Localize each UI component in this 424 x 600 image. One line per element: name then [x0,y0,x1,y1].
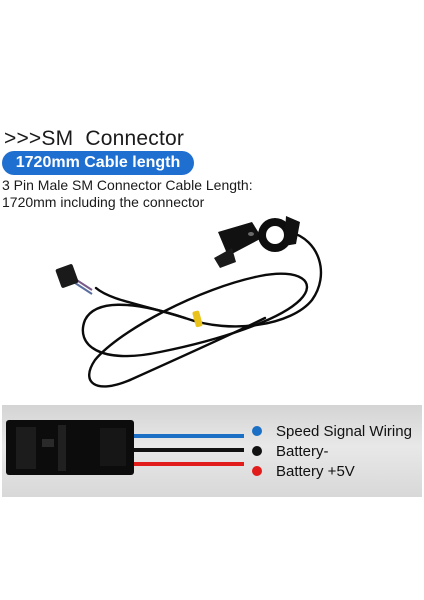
blue-dot-icon [252,426,262,436]
black-dot-icon [252,446,262,456]
legend-label: Speed Signal Wiring [276,422,412,440]
handlebar-clamp-sensor [214,216,300,268]
sm-connector-housing [6,420,134,475]
cable-length-badge: 1720mm Cable length [2,151,194,175]
legend-label: Battery +5V [276,462,355,480]
cable-illustration [81,230,323,388]
connector-pinout-diagram [6,420,244,475]
section-heading: >>>SM Connector [4,127,185,150]
legend-item-battery-positive: Battery +5V [252,461,412,481]
legend-item-battery-negative: Battery- [252,441,412,461]
red-dot-icon [252,466,262,476]
description-line-1: 3 Pin Male SM Connector Cable Length: [2,177,253,193]
product-photo [55,216,323,388]
legend-item-speed-signal: Speed Signal Wiring [252,421,412,441]
legend-label: Battery- [276,442,329,460]
yellow-marker-band [192,310,203,328]
small-jst-connector [55,264,93,295]
product-description: 3 Pin Male SM Connector Cable Length: 17… [2,177,253,211]
description-line-2: 1720mm including the connector [2,194,205,210]
wire-legend: Speed Signal Wiring Battery- Battery +5V [252,421,412,481]
